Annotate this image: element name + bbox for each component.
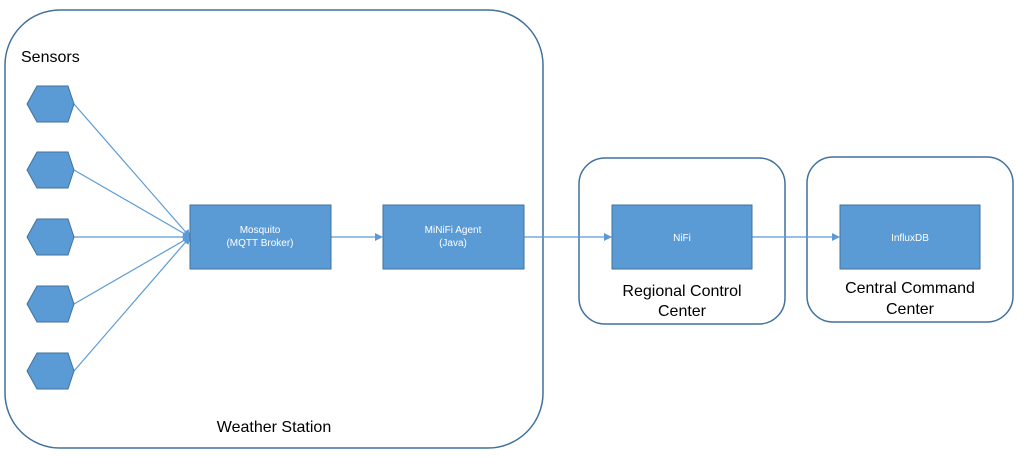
sensor-node xyxy=(26,285,75,323)
mosquito-box xyxy=(189,204,332,270)
central-caption-line1: Central Command xyxy=(845,280,975,297)
sensor-group xyxy=(26,85,75,390)
weather-station-caption: Weather Station xyxy=(217,419,331,436)
sensor-connector xyxy=(73,169,191,238)
sensor-node xyxy=(26,352,75,390)
sensors-title: Sensors xyxy=(21,49,80,66)
sensor-node xyxy=(26,151,75,189)
minifi-box xyxy=(382,204,525,270)
regional-caption-line1: Regional Control xyxy=(622,283,741,300)
influxdb-label: InfluxDB xyxy=(891,233,929,244)
sensor-node xyxy=(26,85,75,123)
nifi-box xyxy=(611,204,753,270)
sensor-connectors xyxy=(73,103,191,372)
mosquito-label: Mosquito xyxy=(240,225,281,236)
sensor-connector xyxy=(73,236,191,372)
influxdb-box xyxy=(839,204,981,270)
minifi-label: MiNiFi Agent xyxy=(425,225,482,236)
regional-caption-line2: Center xyxy=(658,303,707,320)
minifi-sublabel: (Java) xyxy=(439,238,467,249)
sensor-node xyxy=(26,218,75,256)
sensor-connector xyxy=(73,236,191,305)
nifi-label: NiFi xyxy=(673,233,691,244)
central-caption-line2: Center xyxy=(886,301,935,318)
mosquito-sublabel: (MQTT Broker) xyxy=(226,238,293,249)
sensor-connector xyxy=(73,103,191,238)
